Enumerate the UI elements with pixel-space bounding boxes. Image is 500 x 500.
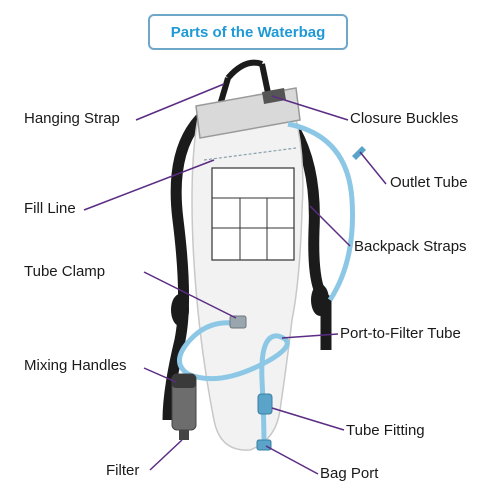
bag-port-shape <box>256 439 272 451</box>
title-box: Parts of the Waterbag <box>148 14 348 50</box>
leader-closure-buckles <box>271 95 349 121</box>
label-tube-fitting: Tube Fitting <box>346 422 425 439</box>
label-hanging-strap: Hanging Strap <box>24 110 120 127</box>
label-backpack-straps: Backpack Straps <box>354 238 467 255</box>
leader-fill-line <box>83 159 215 211</box>
tube-clamp-shape <box>229 315 247 329</box>
leader-mixing-handles <box>143 367 177 383</box>
fill-line-shape <box>203 147 297 161</box>
leader-port-to-filter-tube <box>281 333 339 339</box>
leader-tube-fitting <box>271 407 345 431</box>
leader-bag-port <box>265 445 319 475</box>
leader-tube-clamp <box>143 271 237 319</box>
leader-outlet-tube <box>359 151 387 185</box>
bag-body-shape <box>191 103 304 451</box>
label-bag-port: Bag Port <box>320 465 379 482</box>
label-mixing-handles: Mixing Handles <box>24 357 127 374</box>
tube-fitting-shape <box>257 393 273 415</box>
instruction-panel-shape <box>211 167 295 261</box>
label-tube-clamp: Tube Clamp <box>24 263 106 280</box>
label-port-to-filter-tube: Port-to-Filter Tube <box>340 325 461 342</box>
mixing-handle-right-shape <box>311 284 329 316</box>
port-to-filter-tube-shape <box>177 320 290 445</box>
mixing-handle-left-shape <box>171 294 189 326</box>
outlet-tube-shape <box>287 121 355 302</box>
label-closure-buckles: Closure Buckles <box>350 110 459 127</box>
outlet-mouthpiece-shape <box>352 146 366 160</box>
label-outlet-tube: Outlet Tube <box>390 174 468 191</box>
label-fill-line: Fill Line <box>24 200 76 217</box>
leader-filter <box>149 439 183 471</box>
diagram-title: Parts of the Waterbag <box>170 23 326 41</box>
leader-hanging-strap <box>135 83 225 121</box>
leader-backpack-straps <box>309 205 351 247</box>
label-filter: Filter <box>106 462 140 479</box>
